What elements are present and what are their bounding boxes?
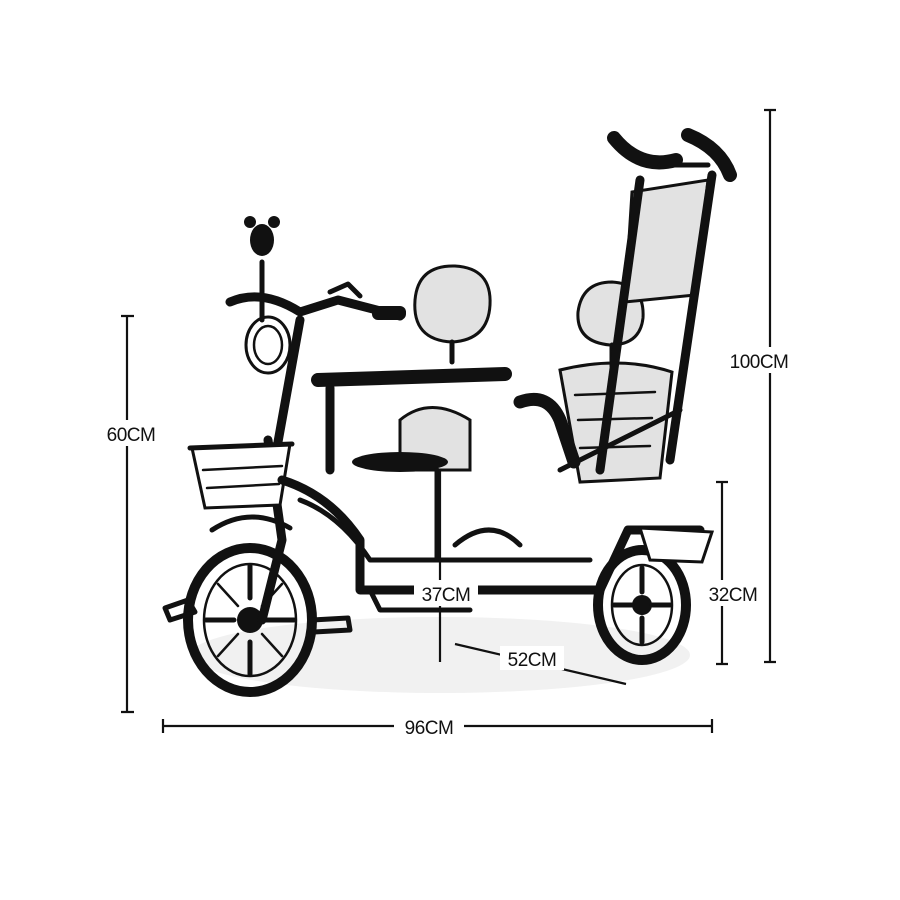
label-seat-height: 37CM — [422, 585, 471, 606]
front-basket — [187, 441, 295, 510]
double-tricycle-illustration — [162, 128, 737, 697]
steering-column — [273, 315, 305, 447]
label-overall-height: 100CM — [730, 352, 789, 373]
main-frame — [277, 475, 705, 613]
mouse-ear-ornament — [244, 216, 280, 323]
dimension-width: 52CM — [454, 642, 627, 686]
front-pedal-left — [162, 597, 198, 623]
front-seat-backrest — [413, 264, 492, 365]
headlight — [244, 315, 292, 375]
label-rear-height: 32CM — [709, 585, 758, 606]
dimension-rear-height: 32CM — [701, 480, 763, 666]
front-wheel — [183, 543, 317, 697]
front-safety-bar — [311, 367, 512, 387]
rear-safety-strap — [557, 407, 683, 473]
rear-armrest — [513, 392, 581, 469]
handlebar — [225, 281, 406, 321]
rear-wheel — [593, 545, 691, 665]
label-width: 52CM — [508, 650, 557, 671]
rear-step-basket — [637, 526, 715, 564]
dimension-handle-height: 60CM — [98, 314, 162, 714]
front-seat — [352, 406, 472, 563]
dimension-overall-height: 100CM — [722, 108, 796, 664]
push-handle — [595, 128, 737, 475]
label-handle-height: 60CM — [107, 425, 156, 446]
dimension-seat-height: 37CM — [414, 470, 478, 662]
dimension-length: 96CM — [161, 713, 714, 739]
hidden-rear-wheel — [452, 527, 523, 548]
rear-seat — [558, 361, 674, 484]
label-length: 96CM — [405, 718, 454, 739]
front-pedal-right — [309, 615, 353, 635]
